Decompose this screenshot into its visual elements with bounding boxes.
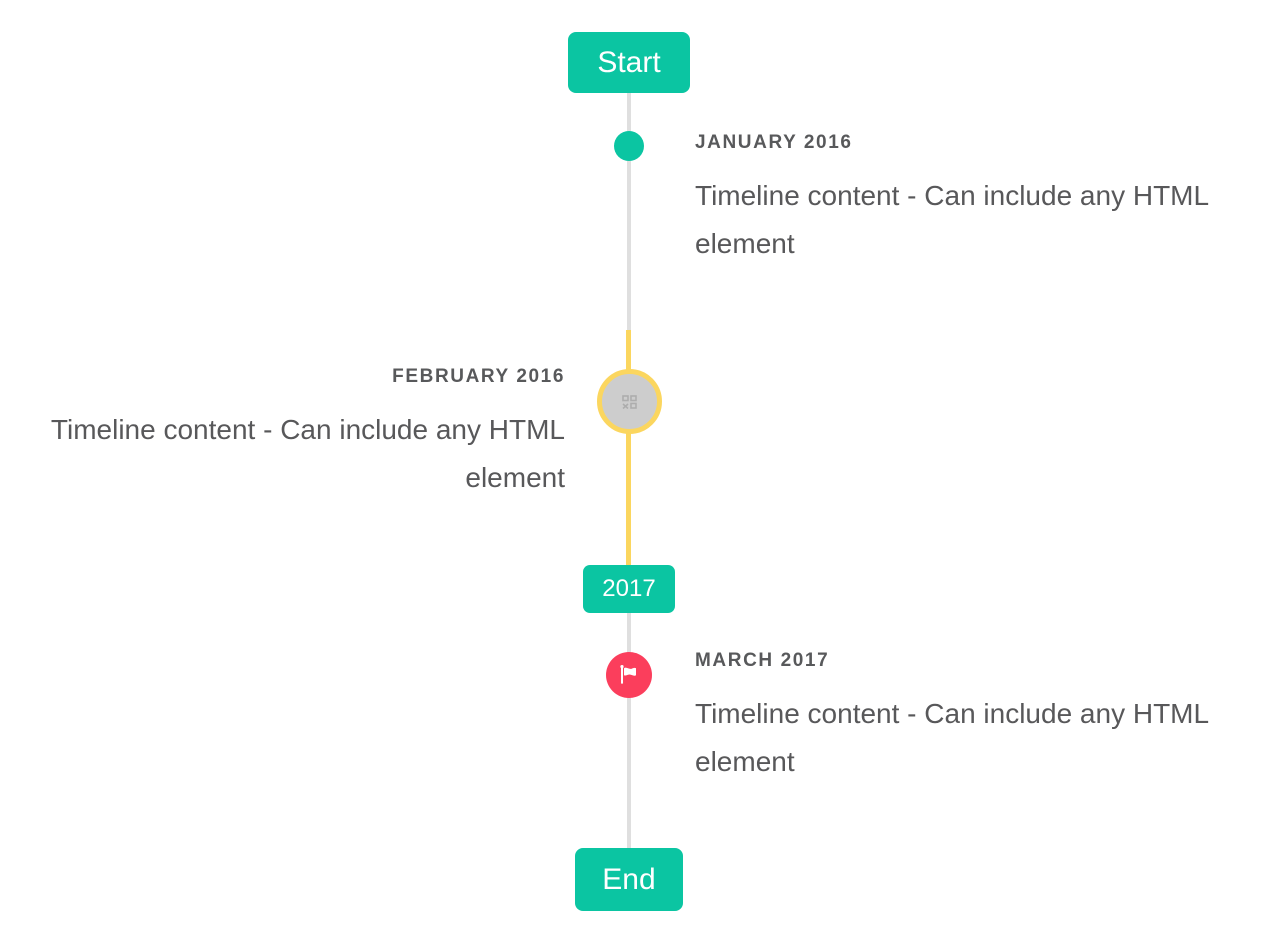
item-title: FEBRUARY 2016 [392, 366, 565, 387]
timeline-line-highlight [626, 330, 631, 565]
timeline-item-january-2016: JANUARY 2016 Timeline content - Can incl… [695, 131, 1225, 268]
broken-image-icon [622, 394, 637, 409]
start-button[interactable]: Start [568, 32, 690, 93]
timeline-line-bottom [627, 613, 631, 848]
timeline-item-march-2017: MARCH 2017 Timeline content - Can includ… [695, 649, 1225, 786]
flag-marker [606, 652, 652, 698]
flag-icon [617, 663, 641, 687]
teal-dot-marker [614, 131, 644, 161]
item-title: MARCH 2017 [695, 650, 830, 671]
year-badge: 2017 [583, 565, 675, 613]
item-content: Timeline content - Can include any HTML … [695, 180, 1209, 259]
end-button[interactable]: End [575, 848, 683, 911]
timeline-item-february-2016: FEBRUARY 2016 Timeline content - Can inc… [35, 365, 565, 502]
item-content: Timeline content - Can include any HTML … [695, 698, 1209, 777]
timeline-line-top [627, 93, 631, 330]
image-marker [597, 369, 662, 434]
item-content: Timeline content - Can include any HTML … [50, 414, 565, 493]
item-title: JANUARY 2016 [695, 132, 853, 153]
